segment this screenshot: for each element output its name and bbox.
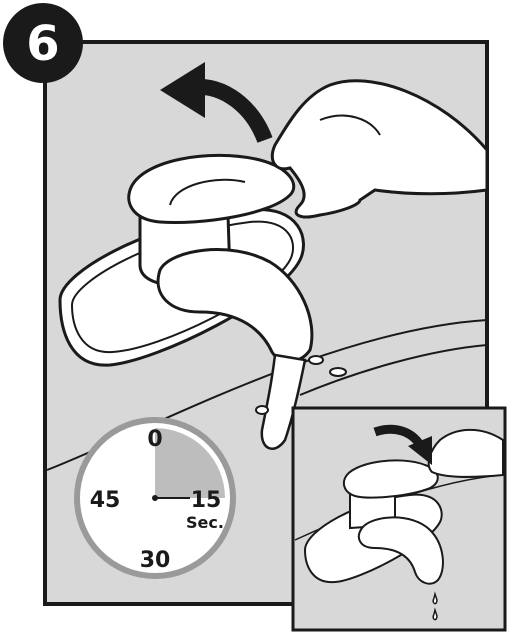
timer-label-30: 30 [140,548,171,573]
timer-label-0: 0 [147,427,162,452]
inset-panel [293,408,505,630]
step-number: 6 [26,16,59,72]
timer-dial: 0 15 Sec. 30 45 [77,420,233,576]
timer-label-15: 15 [191,488,222,513]
timer-label-45: 45 [90,488,121,513]
step-badge: 6 [3,3,83,83]
timer-unit-label: Sec. [186,513,224,532]
timer-center [152,495,158,501]
